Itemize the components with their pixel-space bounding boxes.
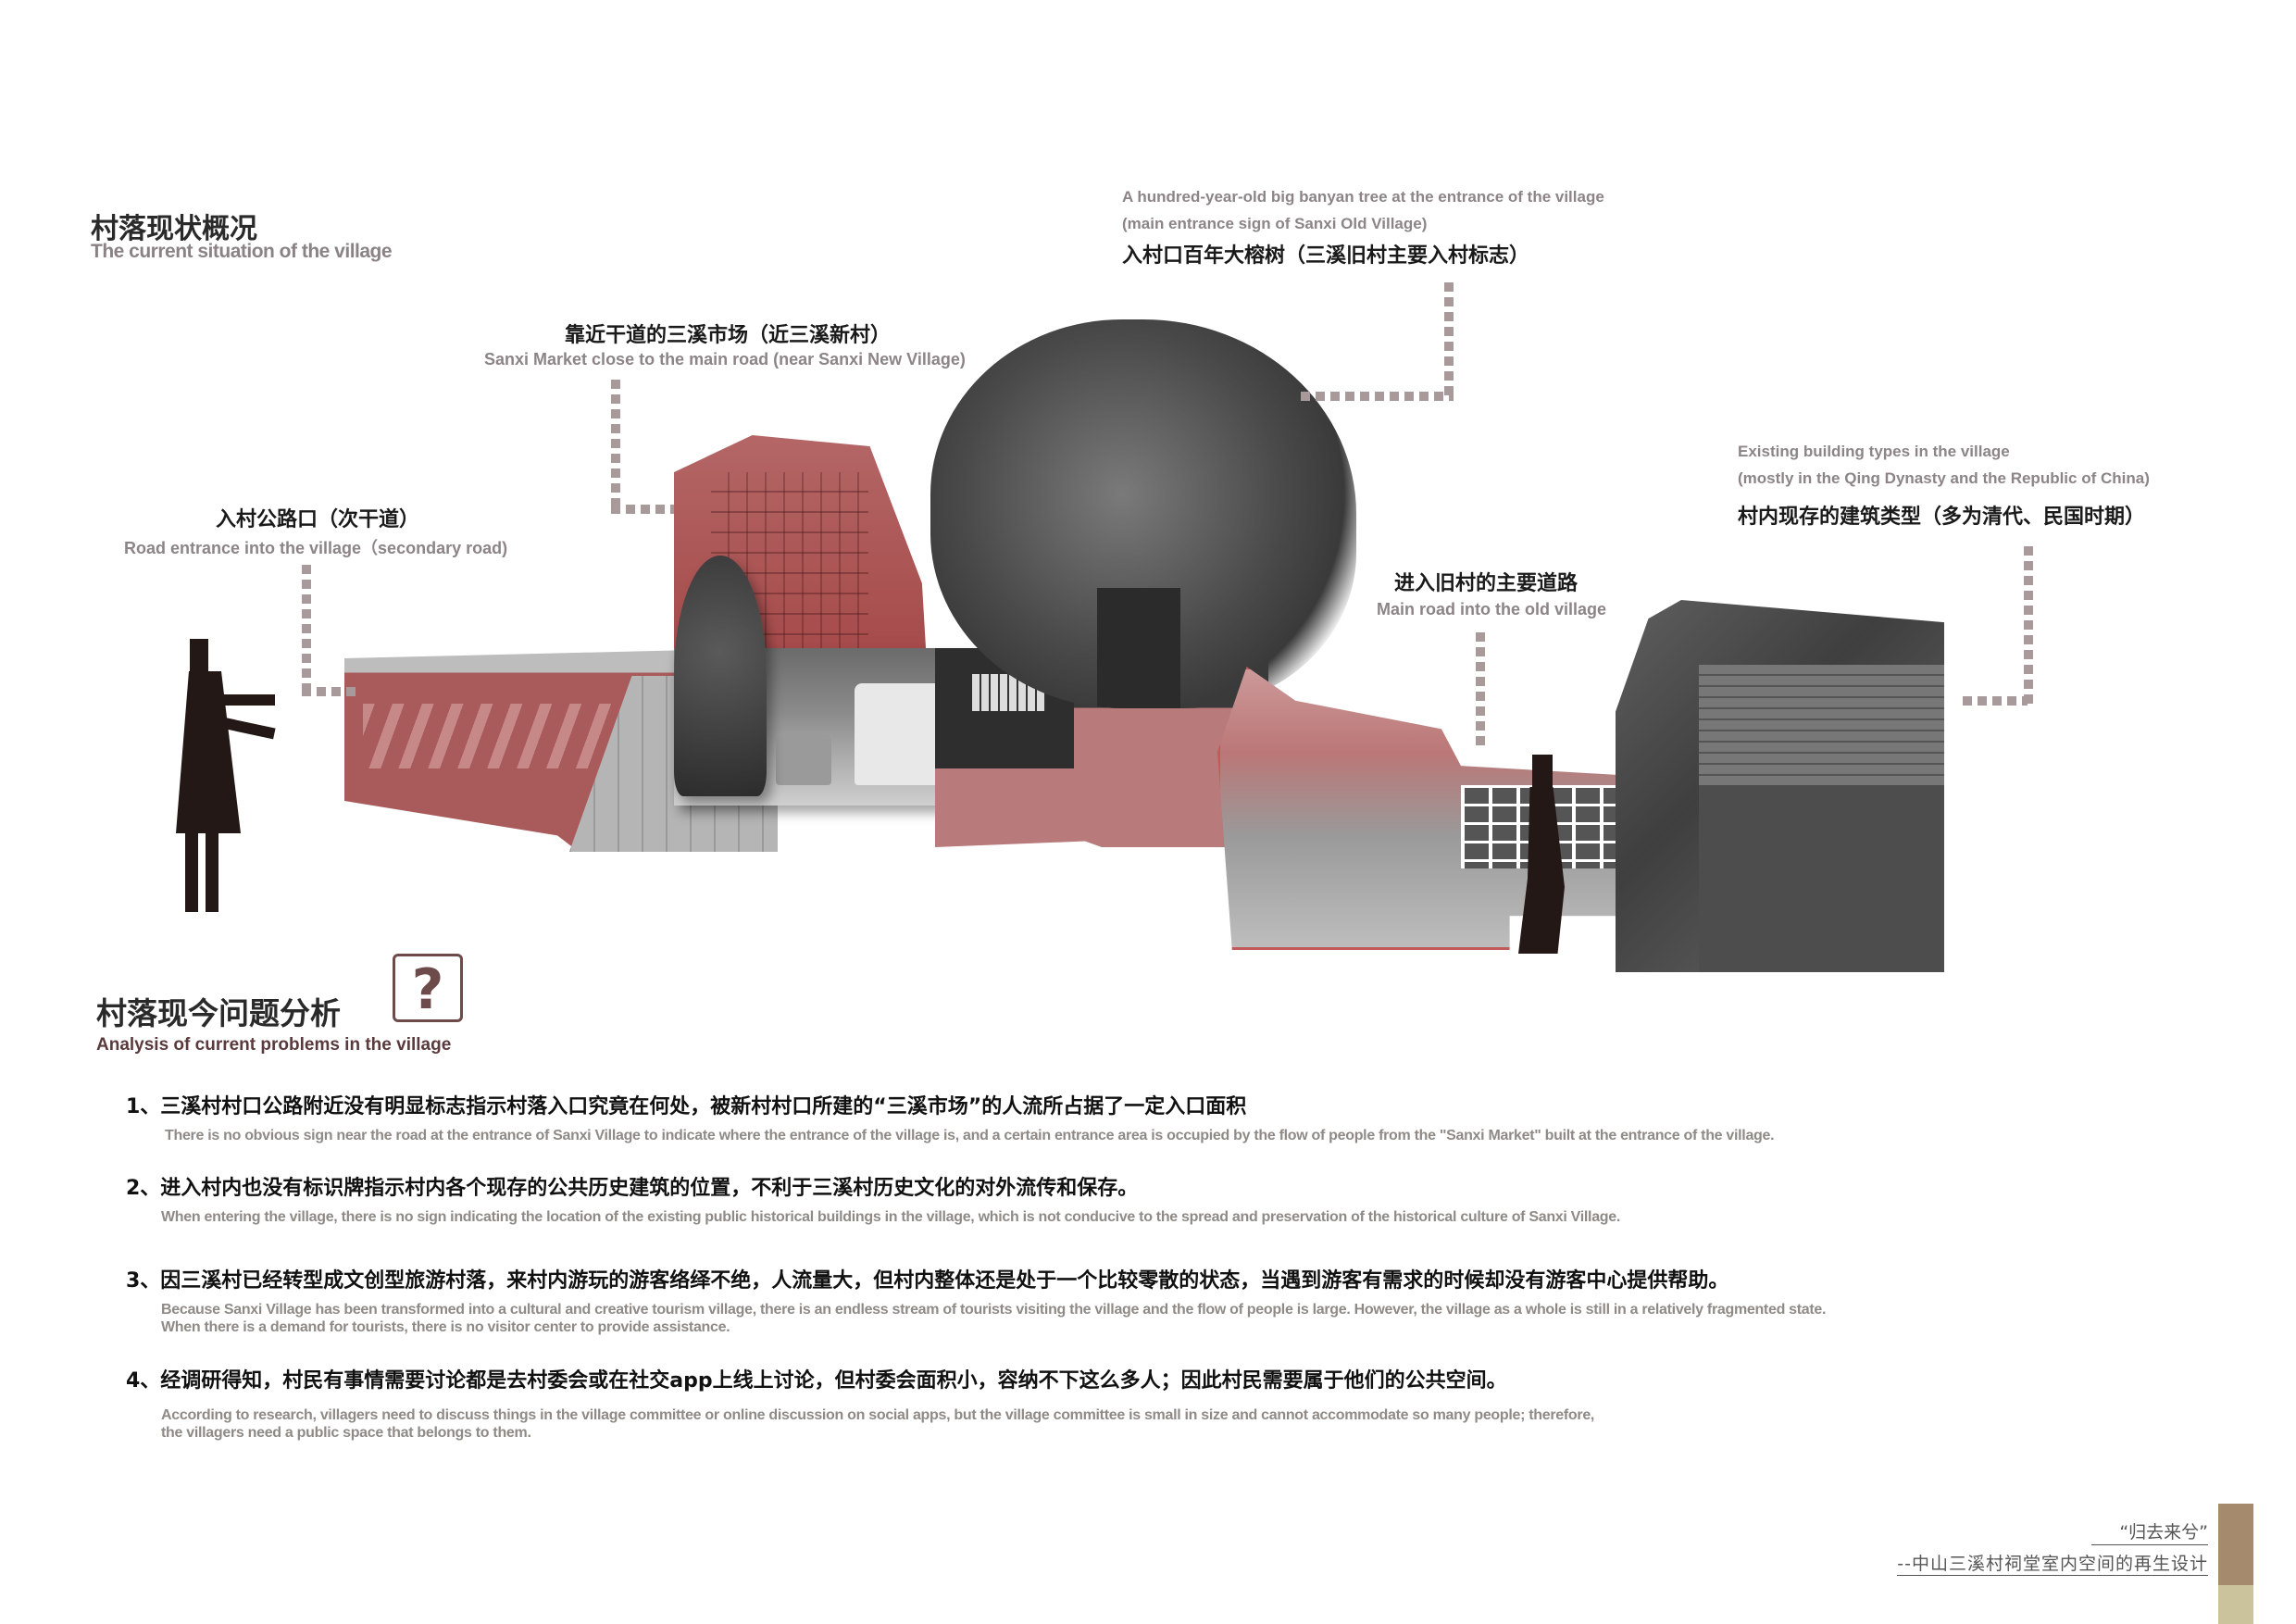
silhouette-leg: [206, 829, 218, 912]
silhouette-head: [190, 639, 208, 676]
leader-line: [302, 565, 311, 694]
problem-text-en: When entering the village, there is no s…: [161, 1209, 1621, 1225]
silhouette-arm: [218, 694, 275, 706]
banyan-label-en-1: A hundred-year-old big banyan tree at th…: [1122, 188, 1604, 206]
leader-line: [302, 687, 357, 696]
footer-color-bar-khaki: [2218, 1585, 2253, 1624]
leader-line: [611, 380, 620, 509]
problem-item: 4、经调研得知，村民有事情需要讨论都是去村委会或在社交app上线上讨论，但村委会…: [126, 1364, 1594, 1442]
overview-title-zh: 村落现状概况: [91, 213, 257, 245]
leader-line: [2024, 546, 2033, 704]
silhouette-head: [1532, 755, 1553, 792]
problem-text-en: the villagers need a public space that b…: [161, 1425, 531, 1441]
main-road-label-zh: 进入旧村的主要道路: [1394, 572, 1578, 595]
banyan-label-zh: 入村口百年大榕树（三溪旧村主要入村标志）: [1122, 244, 1530, 268]
banyan-tree-photo: [930, 319, 1356, 708]
problem-text-en: There is no obvious sign near the road a…: [165, 1128, 1775, 1143]
problem-text-zh: 2、进入村内也没有标识牌指示村内各个现存的公共历史建筑的位置，不利于三溪村历史文…: [126, 1177, 1139, 1200]
problem-item: 3、因三溪村已经转型成文创型旅游村落，来村内游玩的游客络绎不绝，人流量大，但村内…: [126, 1264, 1826, 1336]
footer-color-bar-brown: [2218, 1504, 2253, 1585]
problems-title-zh: 村落现今问题分析: [96, 995, 341, 1031]
brick-wall: [1699, 665, 1944, 804]
problem-text-en: According to research, villagers need to…: [161, 1407, 1595, 1423]
buildings-label-en-2: (mostly in the Qing Dynasty and the Repu…: [1738, 469, 2150, 487]
problem-item: 2、进入村内也没有标识牌指示村内各个现存的公共历史建筑的位置，不利于三溪村历史文…: [126, 1171, 1620, 1226]
car-shape: [776, 734, 831, 785]
banyan-trunk: [1097, 588, 1180, 708]
street-tree-photo: [674, 556, 767, 796]
problem-item: 1、三溪村村口公路附近没有明显标志指示村落入口究竟在何处，被新村村口所建的“三溪…: [126, 1090, 1775, 1144]
problems-title-en: Analysis of current problems in the vill…: [96, 1035, 452, 1055]
market-label-en: Sanxi Market close to the main road (nea…: [484, 350, 966, 369]
overview-title-en: The current situation of the village: [91, 241, 393, 262]
leader-line: [1444, 282, 1454, 398]
leader-line: [1476, 632, 1485, 748]
market-label-zh: 靠近干道的三溪市场（近三溪新村）: [565, 324, 892, 347]
main-road-label-en: Main road into the old village: [1377, 600, 1607, 618]
old-building-photo: [1616, 600, 1944, 972]
problem-text-en: Because Sanxi Village has been transform…: [161, 1302, 1827, 1318]
footer-project-subtitle: --中山三溪村祠堂室内空间的再生设计: [1897, 1550, 2208, 1576]
problem-text-en: When there is a demand for tourists, the…: [161, 1319, 730, 1335]
road-entrance-label-en: Road entrance into the village（secondary…: [124, 539, 508, 557]
leader-line: [1301, 392, 1454, 401]
leader-line: [1963, 696, 2028, 706]
buildings-label-zh: 村内现存的建筑类型（多为清代、民国时期）: [1738, 506, 2146, 529]
problem-text-zh: 3、因三溪村已经转型成文创型旅游村落，来村内游玩的游客络绎不绝，人流量大，但村内…: [126, 1269, 1729, 1293]
silhouette-leg: [185, 829, 198, 912]
footer-project-quote: “归去来兮”: [2091, 1518, 2208, 1545]
weathered-wall: [1699, 785, 1944, 972]
banyan-label-en-2: (main entrance sign of Sanxi Old Village…: [1122, 215, 1428, 232]
question-mark-icon: ?: [393, 954, 463, 1022]
road-entrance-label-zh: 入村公路口（次干道）: [216, 508, 420, 531]
leader-line: [611, 505, 674, 514]
problem-text-zh: 1、三溪村村口公路附近没有明显标志指示村落入口究竟在何处，被新村村口所建的“三溪…: [126, 1095, 1247, 1118]
buildings-label-en-1: Existing building types in the village: [1738, 443, 2010, 460]
problem-text-zh: 4、经调研得知，村民有事情需要讨论都是去村委会或在社交app上线上讨论，但村委会…: [126, 1369, 1507, 1393]
